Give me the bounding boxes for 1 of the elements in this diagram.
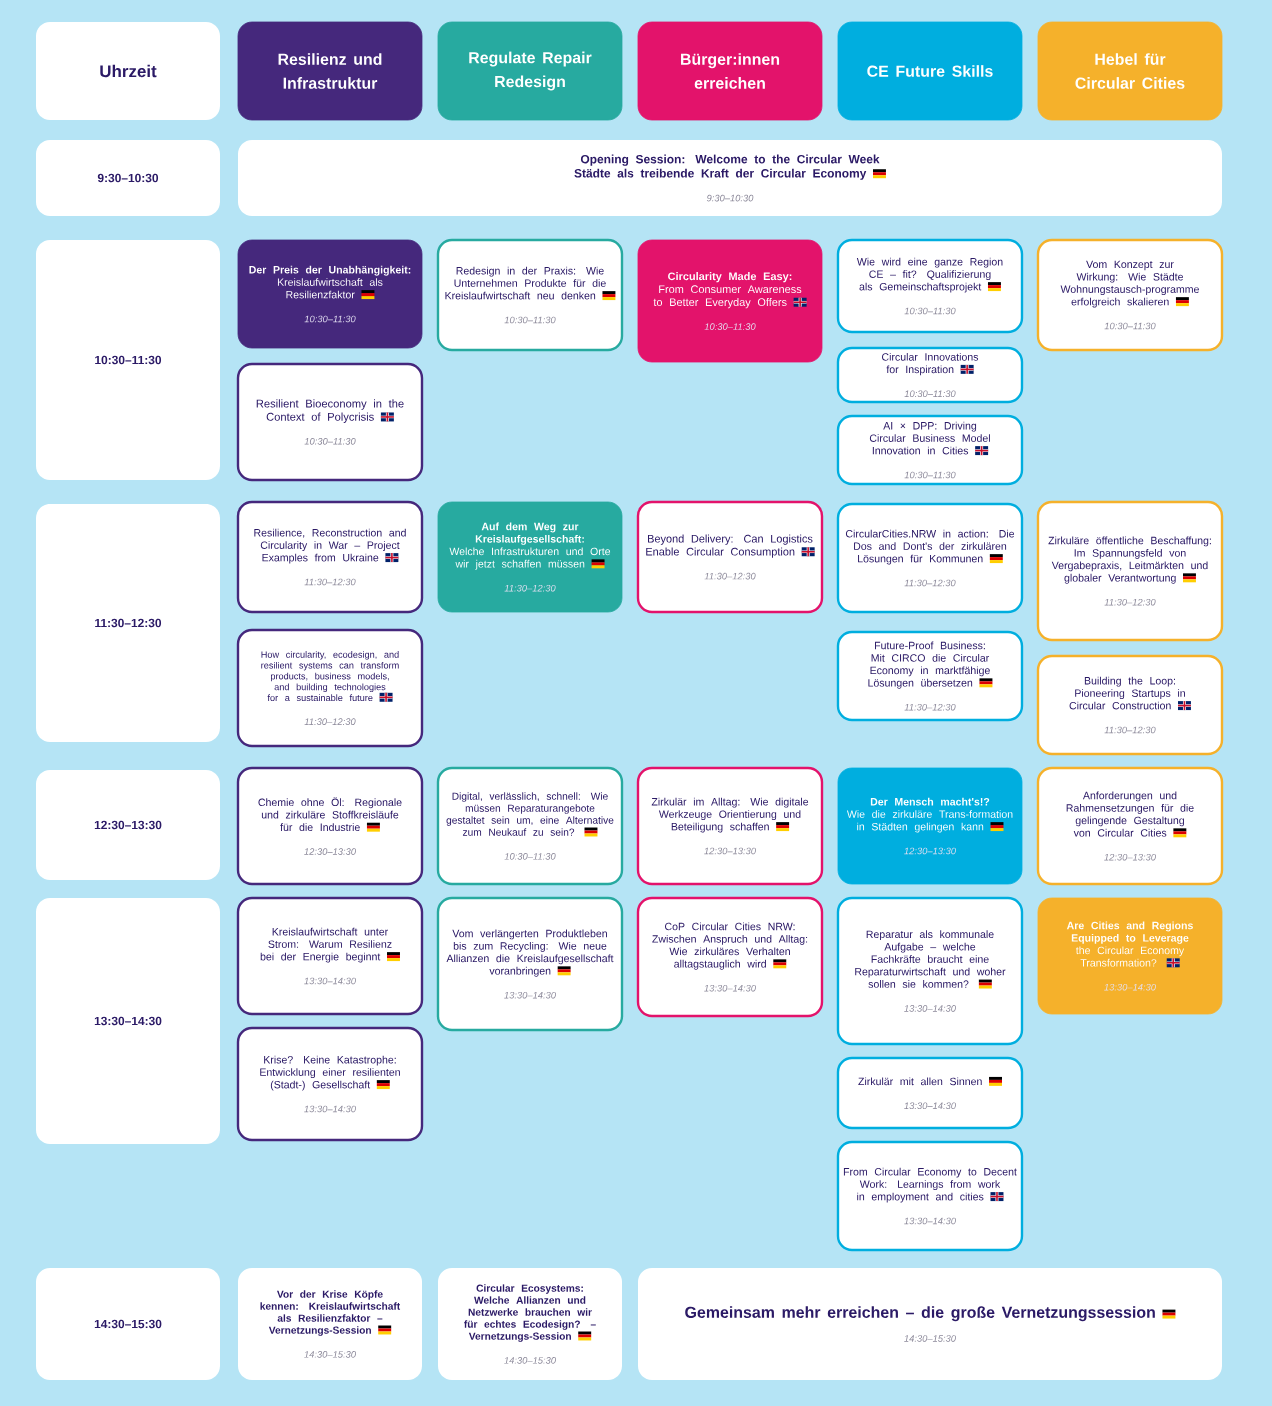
time-slot: Uhrzeit	[36, 22, 220, 120]
